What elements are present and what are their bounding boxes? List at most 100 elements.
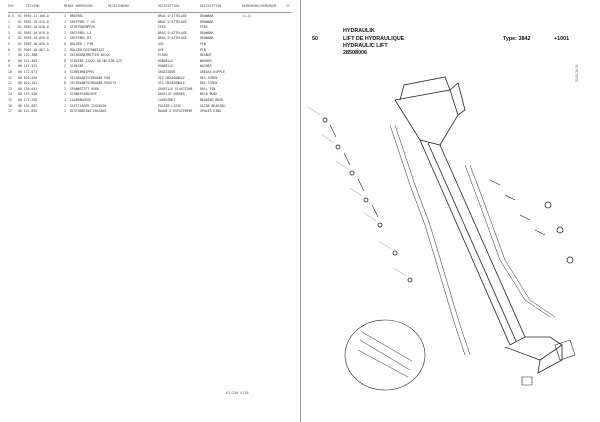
table-cell: 1 (64, 47, 66, 52)
table-cell: BAGUE D'ESPACEMENT (158, 109, 193, 114)
table-cell: ROLL PIN (200, 86, 216, 91)
title-en: HYDRAULIC LIFT (343, 43, 388, 49)
main-beam (419, 139, 526, 346)
part-fittings (489, 179, 546, 236)
table-cell: SECHSKANTSCHRAUBE M16 (70, 75, 111, 80)
table-cell: GRIFFBEL F.SS (70, 19, 95, 24)
table-cell: 1 (64, 92, 66, 97)
upper-bracket (394, 89, 459, 146)
table-cell: 00 141.850 (18, 109, 38, 114)
table-cell: GLEITLAGER 25X28X20 (70, 103, 107, 108)
table-cell: HEX SCREW (200, 75, 218, 80)
table-cell: SPACER RING (200, 109, 222, 114)
table-cell: 2 (64, 25, 66, 30)
table-cell: 11 (8, 75, 12, 80)
table-cell: BOLZEN GESCHWEISST (70, 47, 105, 52)
table-cell: 4 (64, 69, 66, 74)
hydraulic-line-2 (394, 124, 471, 356)
table-cell: 00 010.050 (18, 75, 38, 80)
table-cell: 1 (64, 109, 66, 114)
table-cell: WASHER (200, 64, 212, 69)
detail-circle (344, 319, 426, 391)
table-cell: 1 (64, 103, 66, 108)
table-cell: BRAS D'ATTELAGE (158, 36, 187, 41)
table-cell: 01 5963.10.067.0 (18, 47, 49, 52)
table-cell: 1 (64, 97, 66, 102)
part-bolts (329, 124, 379, 218)
upper-bracket-side (449, 82, 466, 116)
main-beam-center (427, 142, 517, 342)
table-cell: BOLZEN / PIN (70, 41, 94, 46)
table-cell: FERS (158, 25, 166, 30)
table-cell: 00 172.071 (18, 69, 38, 74)
page-number: 01/250 4/10 (226, 391, 249, 395)
part-fitting-3 (566, 256, 574, 264)
table-cell: HEXNUT (200, 53, 212, 58)
part-fitting-2 (556, 226, 564, 234)
table-cell: 00 141.425 (18, 64, 38, 69)
table-cell: DOUILLE SOUDEE (158, 92, 185, 97)
table-cell: SCHWEISSBUCHSE (70, 92, 97, 97)
table-cell: 1 (64, 30, 66, 35)
detail-lines (357, 331, 413, 378)
table-cell: GRIFFBEL LI (70, 30, 92, 35)
table-cell: 17 (8, 109, 12, 114)
col-part-no: TEILENR (26, 4, 40, 8)
part-block (521, 376, 533, 386)
table-cell: 1 (8, 19, 10, 24)
table-cell: 00 122.388 (18, 53, 38, 58)
table-cell: GRIFFBEL RI (70, 36, 92, 41)
table-cell: 9 (8, 64, 10, 69)
table-cell: COUSSINET (158, 97, 176, 102)
table-cell: PIN (200, 41, 206, 46)
col-bezeichnung: BEZEICHNUNG (108, 4, 130, 8)
table-cell: BROTBEL (70, 14, 84, 18)
table-cell: 13 (8, 86, 12, 91)
table-cell: 00 171.256 (18, 97, 38, 102)
table-cell: 00 130.041 (18, 86, 38, 91)
table-cell: DISTANZRING 28X38X5 (70, 109, 107, 114)
type-label: Type: 3842 (503, 36, 531, 42)
table-cell: 2 (64, 64, 66, 69)
table-row: 17 00 141.850 1 DISTANZRING 28X38X5 BAGUE D'… (8, 109, 292, 115)
table-cell: 1 (64, 86, 66, 91)
header-rule (8, 12, 292, 13)
part-washer-5 (377, 222, 383, 228)
type-suffix: +1001 (554, 36, 570, 42)
part-washer-1 (322, 117, 328, 123)
table-cell: BRAS D'ATTELAGE (158, 19, 187, 24)
table-cell: GRAISSEUR (158, 69, 176, 74)
table-cell: PALIER LISSE (158, 103, 182, 108)
drawing-number: 28508006 (343, 50, 367, 56)
table-cell: 6 (64, 58, 66, 63)
table-cell: 1 (64, 36, 66, 41)
part-washer-7 (407, 277, 413, 283)
drawing-page (300, 0, 600, 422)
table-cell: WASHER (200, 58, 212, 63)
table-cell: SECHSKANTMUTTER NYLOC (70, 53, 111, 58)
table-cell: BEARING BUSH (200, 97, 224, 102)
table-cell: (1-C) (242, 14, 252, 18)
table-cell: 7 (8, 53, 10, 58)
table-cell: 00 152.087 (18, 103, 38, 108)
table-cell: 6 (64, 81, 66, 86)
col-description-en: DESCRIPTION (200, 4, 222, 8)
table-cell: GOUPILLE ELASTIQUE (158, 86, 193, 91)
table-cell: 01 5963.10.016.0 (18, 25, 49, 30)
lower-foot-side (537, 345, 563, 374)
table-cell: VIS HEXAGONALE (158, 75, 185, 80)
table-cell: RONDELLE (158, 58, 174, 63)
table-cell: 01 5963.10.019.0 (18, 30, 49, 35)
table-cell: WELD BUSH (200, 92, 218, 97)
table-cell: FERS (200, 25, 208, 30)
table-cell: PIN (200, 47, 206, 52)
